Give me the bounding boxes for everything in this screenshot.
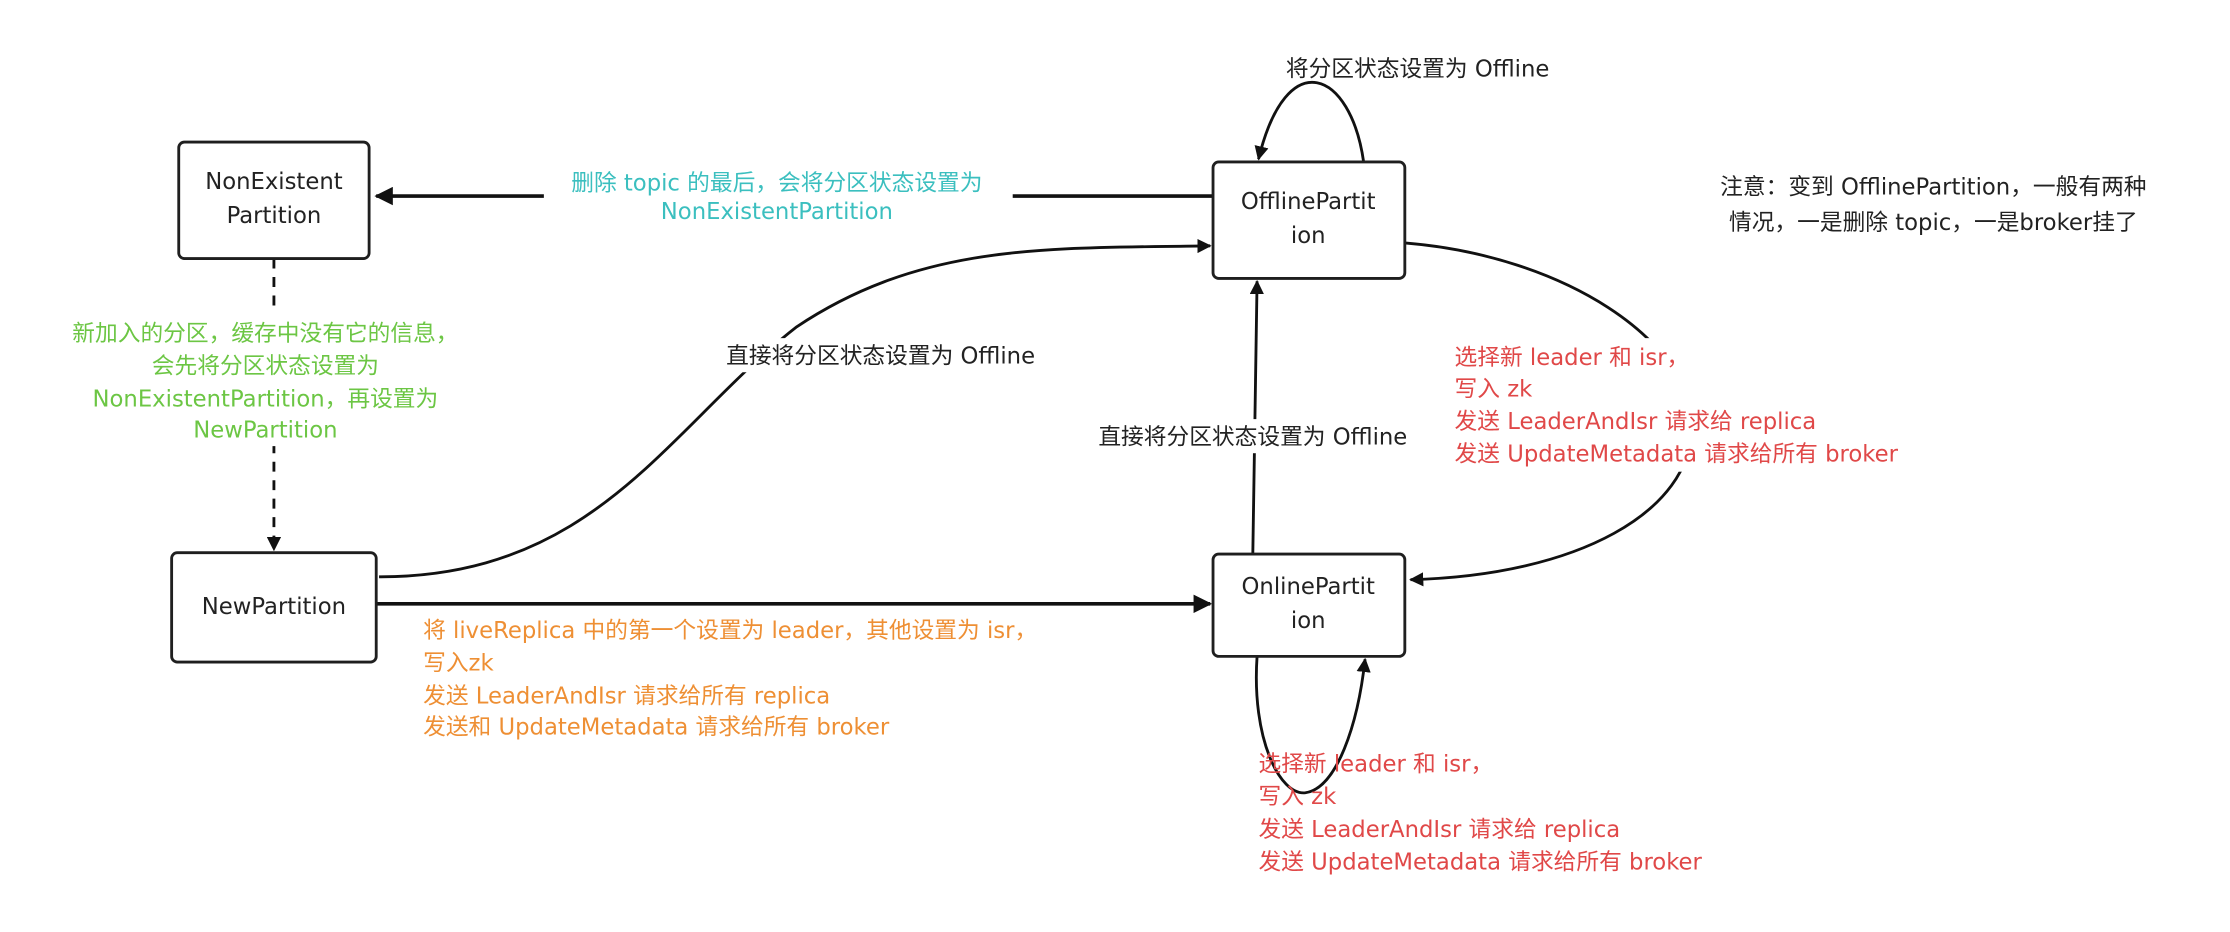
svg-text:NonExistentPartition，再设置为: NonExistentPartition，再设置为 (93, 386, 439, 412)
svg-text:删除 topic 的最后，会将分区状态设置为: 删除 topic 的最后，会将分区状态设置为 (571, 170, 982, 196)
label-new-to-offline: 直接将分区状态设置为 Offline (726, 344, 1035, 370)
svg-text:将 liveReplica 中的第一个设置为 leader，: 将 liveReplica 中的第一个设置为 leader，其他设置为 isr， (423, 618, 1037, 644)
label-offline-to-online: 选择新 leader 和 isr， 写入 zk 发送 LeaderAndIsr … (1455, 345, 1899, 468)
svg-text:写入zk: 写入zk (423, 651, 494, 677)
state-label: ion (1291, 223, 1326, 249)
state-online-partition[interactable]: OnlinePartit ion (1211, 552, 1407, 658)
label-nonexistent-to-new: 新加入的分区，缓存中没有它的信息， 会先将分区状态设置为 NonExistent… (72, 321, 458, 444)
svg-text:新加入的分区，缓存中没有它的信息，: 新加入的分区，缓存中没有它的信息， (72, 321, 458, 347)
edge-online-to-offline (1249, 279, 1264, 555)
edge-new-to-offline (379, 238, 1212, 579)
svg-text:选择新 leader 和 isr，: 选择新 leader 和 isr， (1258, 751, 1493, 777)
state-label: NewPartition (202, 594, 346, 620)
svg-text:写入 zk: 写入 zk (1258, 784, 1337, 810)
svg-text:发送 UpdateMetadata 请求给所有 broker: 发送 UpdateMetadata 请求给所有 broker (1455, 442, 1899, 468)
state-label: NonExistent (205, 169, 343, 195)
state-label: OfflinePartit (1241, 189, 1376, 215)
label-offline-self-loop: 将分区状态设置为 Offline (1286, 57, 1550, 83)
svg-text:NewPartition: NewPartition (193, 418, 337, 444)
state-label: ion (1291, 608, 1326, 634)
svg-text:选择新 leader 和 isr，: 选择新 leader 和 isr， (1455, 345, 1690, 371)
label-offline-to-nonexistent: 删除 topic 的最后，会将分区状态设置为 NonExistentPartit… (571, 170, 982, 224)
state-nonexistent-partition[interactable]: NonExistent Partition (177, 140, 371, 260)
svg-text:NonExistentPartition: NonExistentPartition (661, 199, 893, 225)
svg-text:注意：变到 OfflinePartition，一般有两种: 注意：变到 OfflinePartition，一般有两种 (1720, 175, 2146, 201)
state-new-partition[interactable]: NewPartition (170, 551, 378, 664)
state-offline-partition[interactable]: OfflinePartit ion (1211, 160, 1407, 280)
note: 注意：变到 OfflinePartition，一般有两种 情况，一是删除 top… (1720, 175, 2146, 237)
svg-text:会先将分区状态设置为: 会先将分区状态设置为 (152, 354, 379, 380)
label-new-to-online: 将 liveReplica 中的第一个设置为 leader，其他设置为 isr，… (423, 618, 1037, 741)
label-online-to-offline: 直接将分区状态设置为 Offline (1098, 425, 1407, 451)
svg-text:发送 LeaderAndIsr 请求给 replica: 发送 LeaderAndIsr 请求给 replica (1455, 409, 1817, 435)
state-label: Partition (227, 203, 322, 229)
svg-text:写入 zk: 写入 zk (1455, 376, 1534, 402)
svg-text:发送 UpdateMetadata 请求给所有 broker: 发送 UpdateMetadata 请求给所有 broker (1258, 849, 1702, 875)
svg-text:发送 LeaderAndIsr 请求给 replica: 发送 LeaderAndIsr 请求给 replica (1258, 817, 1620, 843)
svg-text:情况，一是删除 topic，一是broker挂了: 情况，一是删除 topic，一是broker挂了 (1729, 210, 2138, 236)
edge-online-self-loop (1254, 656, 1371, 795)
label-online-self-loop: 选择新 leader 和 isr， 写入 zk 发送 LeaderAndIsr … (1258, 751, 1702, 875)
state-label: OnlinePartit (1242, 574, 1375, 600)
svg-text:发送 LeaderAndIsr 请求给所有 replica: 发送 LeaderAndIsr 请求给所有 replica (423, 683, 830, 709)
svg-text:发送和 UpdateMetadata 请求给所有 broke: 发送和 UpdateMetadata 请求给所有 broker (423, 715, 890, 741)
edge-offline-self-loop (1254, 80, 1366, 163)
